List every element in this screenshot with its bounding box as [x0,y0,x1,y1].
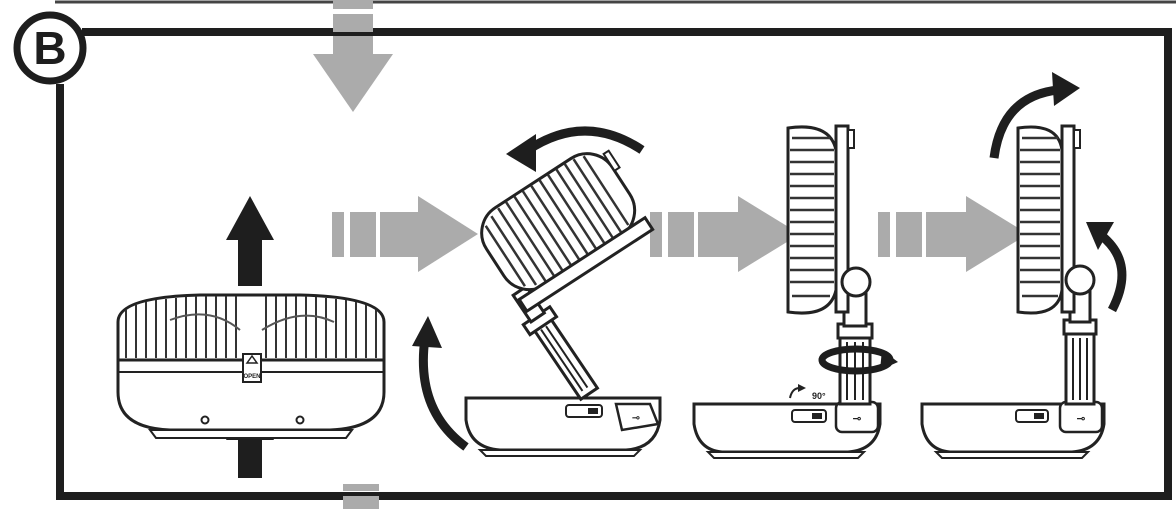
flow-arrow-2 [650,196,800,272]
svg-text:⊸: ⊸ [1076,413,1085,425]
rotate-up-arrow [418,337,469,451]
step-badge-letter: B [33,22,66,74]
flow-arrow-1 [332,196,478,272]
fan-tilted: ⊸ [412,126,662,457]
open-button: OPEN [242,353,262,383]
fan-closed: OPEN [116,196,386,478]
svg-text:⊸: ⊸ [632,413,640,424]
closed-grille-slats [125,296,377,358]
exit-flow-arrow [343,484,379,509]
entry-flow-arrow [313,0,393,112]
step-badge: B [13,11,87,85]
lift-up-arrow [226,196,274,286]
head-rotate-top-arrow [989,85,1059,159]
fan-upright-twist: ⊸ 90° [692,124,898,459]
head-rotate-side-arrow [1099,232,1127,313]
fan-upright-rotate: ⊸ [920,72,1127,459]
flow-arrow-3 [878,196,1028,272]
open-button-label: OPEN [243,374,260,380]
rotation-indicator: 90° [789,384,826,401]
rotation-angle-label: 90° [812,391,826,401]
section-frame [55,0,1176,500]
twist-arrow [818,345,898,375]
rotate-top-arrow [525,126,645,154]
svg-text:⊸: ⊸ [852,413,861,425]
